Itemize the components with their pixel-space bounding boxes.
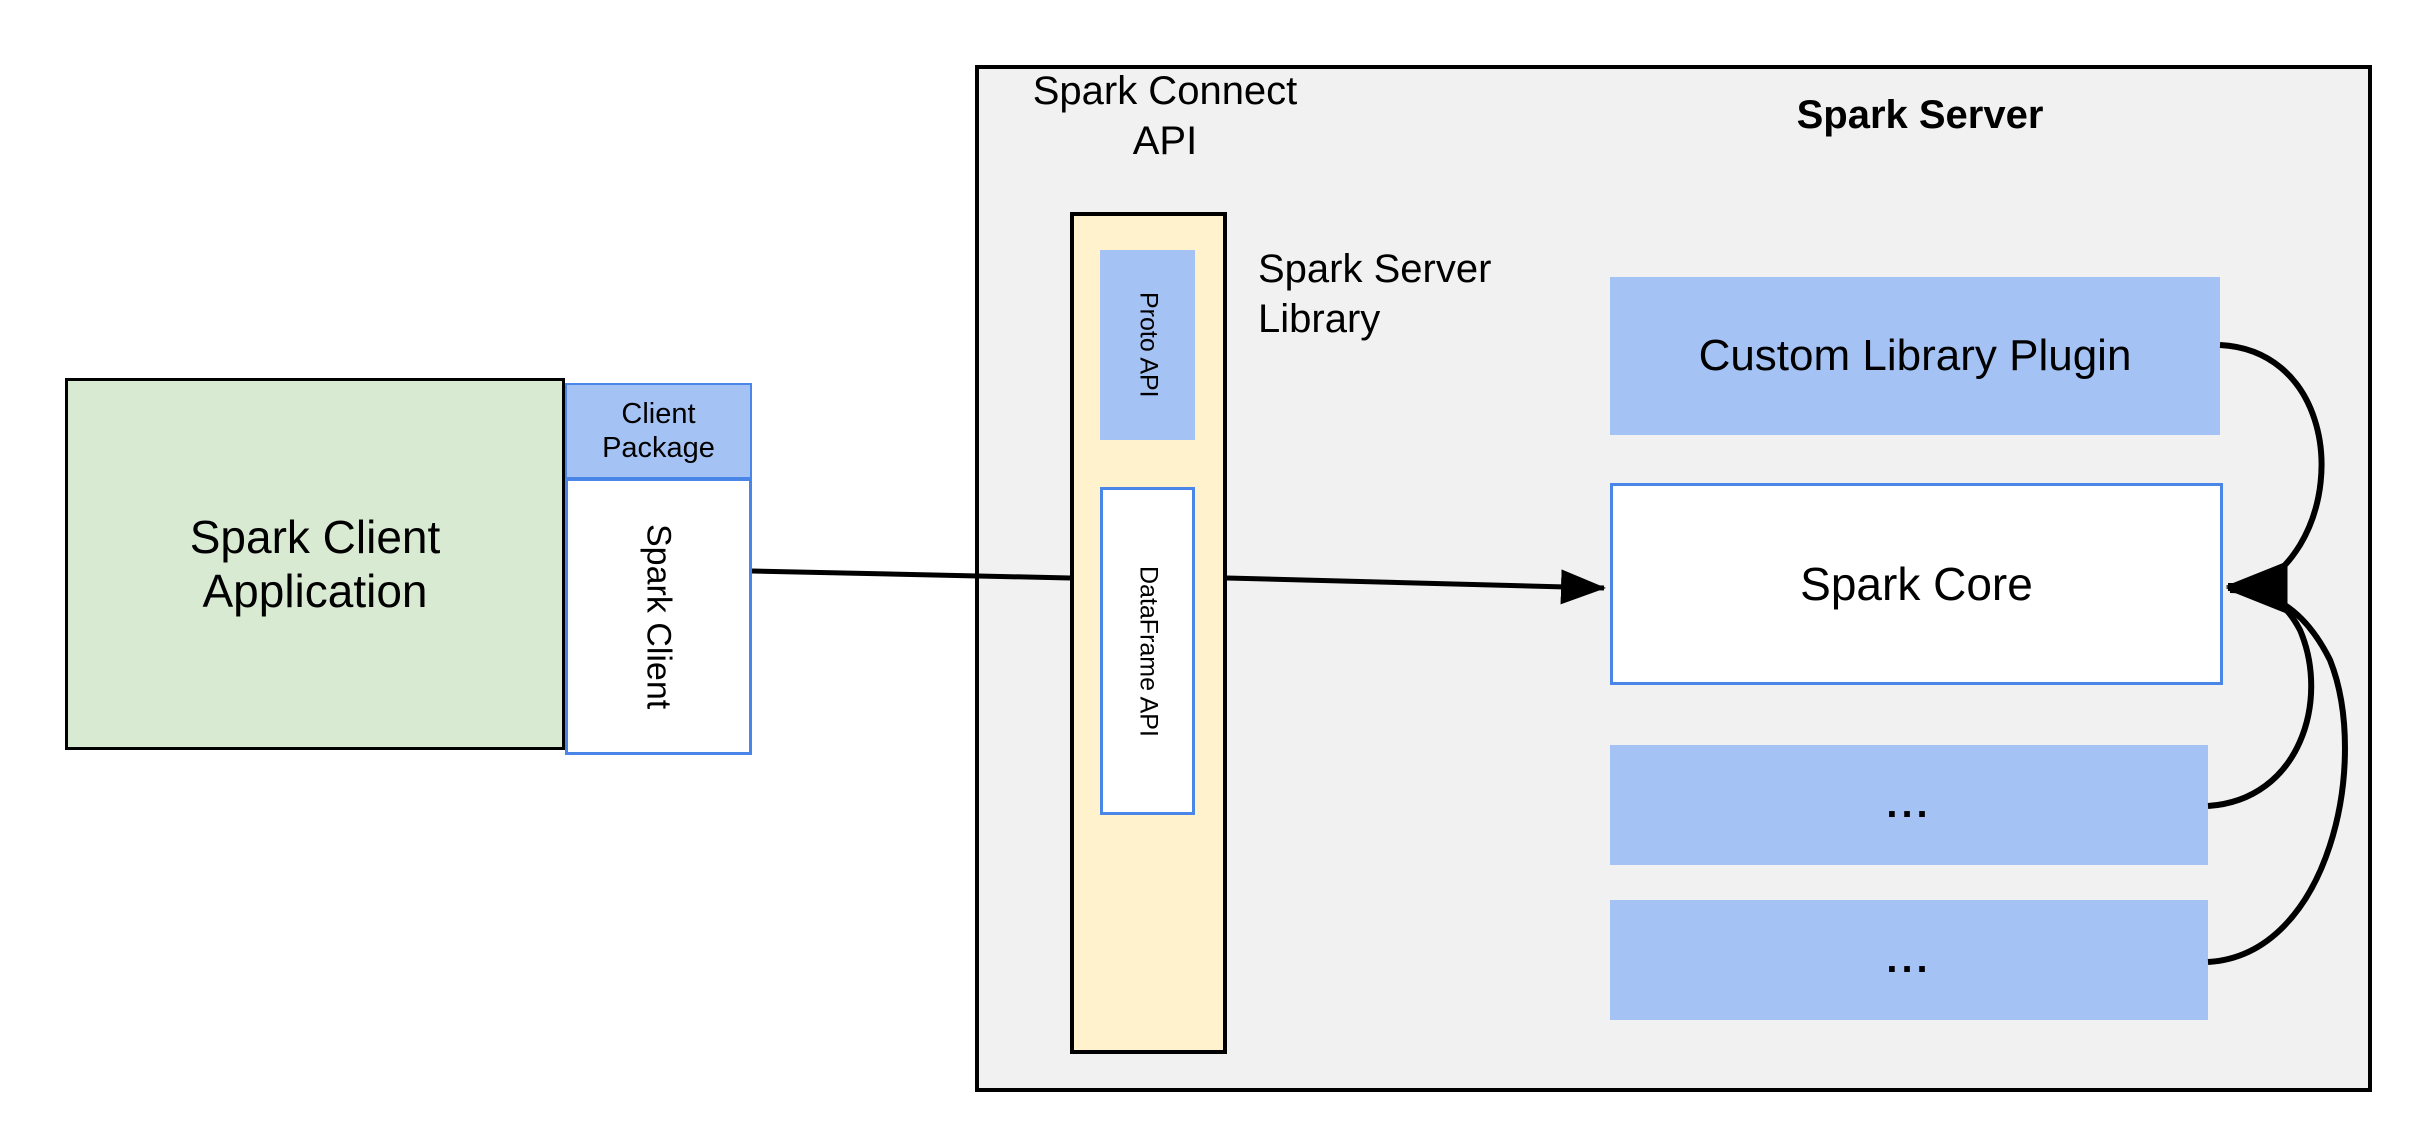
spark-core-label: Spark Core [1800,557,2033,610]
client-package-label-line2: Package [602,432,715,464]
proto-api-box: Proto API [1100,250,1195,440]
spark-client-application-box: Spark Client Application [65,378,565,750]
client-package-label-line1: Client [621,397,696,430]
spark-connect-api-label-line1: Spark Connect [1032,69,1298,113]
custom-library-plugin-box: Custom Library Plugin [1610,277,2220,435]
placeholder-component-box-2: ... [1610,900,2208,1020]
spark-connect-api-label: Spark Connect API [1000,67,1330,166]
spark-client-application-label: Spark Client Application [190,510,441,619]
custom-library-plugin-label: Custom Library Plugin [1698,331,2132,381]
spark-server-library-label-line2: Library [1258,296,1381,341]
spark-connect-api-label-line2: API [1132,118,1198,163]
placeholder-component-box-1: ... [1610,745,2208,865]
spark-client-label: Spark Client [639,523,678,710]
placeholder-component-label-1: ... [1886,782,1932,827]
dataframe-api-box: DataFrame API [1100,487,1195,815]
spark-client-box: Spark Client [565,478,752,755]
spark-server-library-label: Spark Server Library [1258,245,1588,344]
dataframe-api-label: DataFrame API [1134,565,1163,737]
spark-client-application-label-line2: Application [202,565,428,617]
client-package-box: Client Package [565,383,752,479]
spark-client-application-label-line1: Spark Client [189,510,441,563]
proto-api-label: Proto API [1134,292,1163,398]
placeholder-component-label-2: ... [1886,937,1932,982]
client-package-label: Client Package [602,397,715,465]
spark-server-library-label-line1: Spark Server [1258,247,1492,291]
spark-server-title: Spark Server [1796,93,2044,137]
spark-core-box: Spark Core [1610,483,2223,685]
